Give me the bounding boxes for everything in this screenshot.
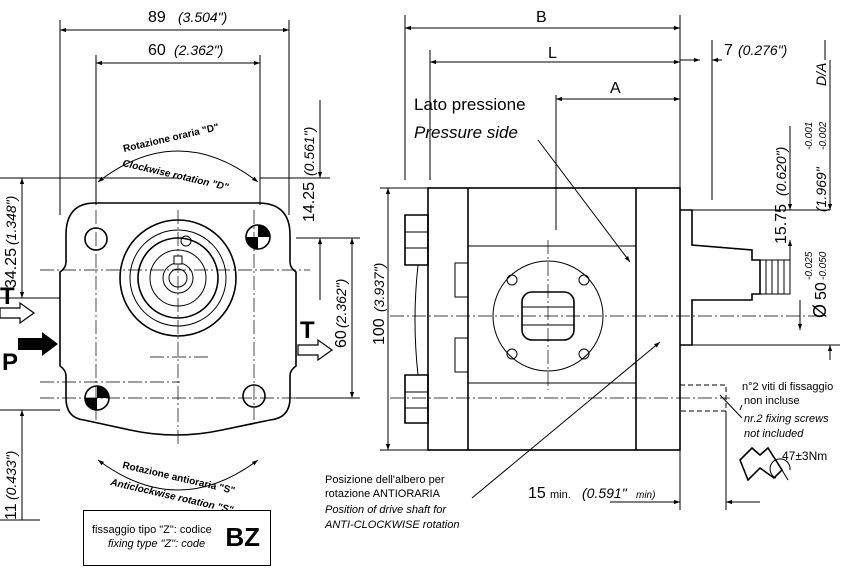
front-view: 89 (3.504") 60 (2.362") Rotazione oraria… — [0, 9, 360, 521]
dim-14-25: 14.25 — [301, 182, 318, 222]
dim-100-inch: (3.937") — [371, 263, 387, 312]
dim-15-75: 15.75 — [773, 204, 790, 244]
dim-15-min-label: min. — [550, 489, 571, 501]
dim-1969: (1.969" — [813, 166, 829, 212]
dim-15-min: 15 — [528, 485, 546, 502]
dim-l: L — [548, 45, 557, 62]
screws-en-1: nr.2 fixing screws — [744, 413, 829, 425]
dim-50-tol-lower: -0.050 — [818, 251, 829, 280]
shaft-note-en-2: ANTI-CLOCKWISE rotation — [324, 519, 459, 531]
diameter-symbol: Ø — [810, 304, 830, 318]
dim-1969-tol-lower: -0.002 — [818, 121, 829, 150]
dim-15-min-inch-label: min) — [636, 490, 655, 501]
code-label-it: fissaggio tipo "Z": codice — [92, 524, 212, 536]
fixing-code-box: fissaggio tipo "Z": codice fixing type "… — [83, 510, 271, 566]
dim-50-tol-upper: -0.025 — [804, 251, 815, 280]
dim-7-inch: (0.276") — [738, 42, 787, 58]
torque-value: 47±3Nm — [782, 449, 827, 463]
dim-b: B — [536, 9, 547, 26]
dim-15-min-inch: (0.591" — [582, 485, 628, 501]
wrench-icon — [739, 446, 791, 482]
dim-7: 7 — [724, 42, 733, 59]
pressure-side-it: Lato pressione — [414, 95, 526, 114]
port-t-right: T — [300, 317, 315, 344]
dim-100: 100 — [371, 318, 388, 345]
shaft-note-it-2: rotazione ANTIORARIA — [325, 488, 441, 500]
screws-it-1: n°2 viti di fissaggio — [742, 381, 833, 393]
dim-15-75-inch: (0.620") — [773, 147, 789, 196]
dim-60-vertical-inch: (2.362") — [333, 279, 349, 328]
code-label-en: fixing type "Z": code — [108, 538, 206, 550]
port-t-left: T — [0, 283, 15, 310]
dim-34-25: 34.25 — [3, 248, 20, 288]
rotation-cw-en: Clockwise rotation "D" — [121, 158, 229, 193]
dim-89: 89 — [148, 9, 166, 26]
dim-34-25-inch: (1.348") — [3, 196, 19, 245]
dim-a: A — [610, 80, 621, 97]
port-p: P — [2, 349, 18, 376]
dim-11: 11 — [3, 503, 20, 520]
shaft-note-en-1: Position of drive shaft for — [325, 504, 447, 516]
dim-1969-tol-upper: -0.001 — [804, 122, 815, 150]
dim-60: 60 — [148, 42, 166, 59]
dim-da: D/A — [813, 63, 829, 86]
dim-50: 50 — [813, 282, 830, 300]
screws-it-2: non incluse — [744, 395, 800, 407]
dim-89-inch: (3.504") — [178, 9, 227, 25]
pressure-side-en: Pressure side — [414, 123, 518, 142]
dim-60-vertical: 60 — [333, 330, 350, 348]
rotation-cw-it: Rotazione oraria "D" — [122, 122, 220, 155]
side-view: B L A 7 (0.276") D/A 15.75 (0.620") (1.9… — [324, 9, 840, 531]
dim-11-inch: (0.433") — [3, 451, 19, 500]
shaft-note-it-1: Posizione dell'albero per — [325, 474, 445, 486]
dim-14-25-inch: (0.561") — [301, 127, 317, 176]
fixing-code: BZ — [225, 522, 260, 552]
dim-60-inch: (2.362") — [174, 42, 223, 58]
screws-en-2: not included — [744, 428, 804, 440]
